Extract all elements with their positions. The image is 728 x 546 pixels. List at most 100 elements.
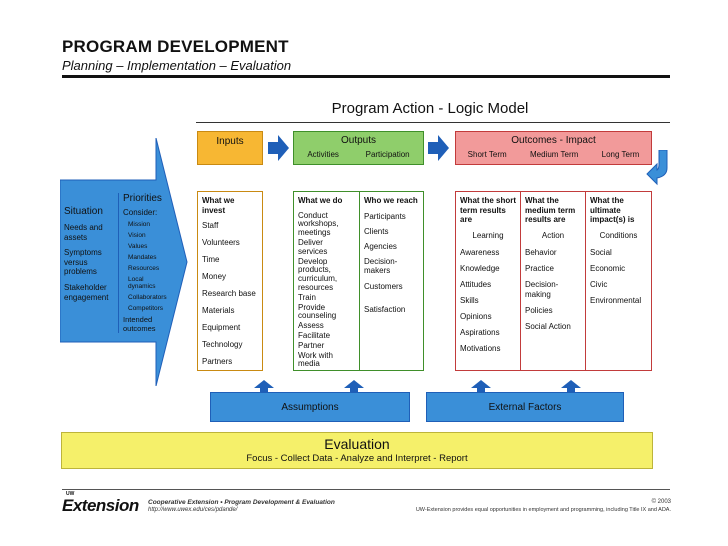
- input-item: Technology: [202, 340, 243, 350]
- activity-item: Train: [298, 292, 316, 302]
- long-term-column: What the ultimate impact(s) is Condition…: [585, 191, 652, 371]
- header-rule: [62, 75, 670, 78]
- priorities-panel: Priorities Consider: Mission Vision Valu…: [118, 193, 168, 333]
- participation-item: Clients: [364, 226, 389, 236]
- footer-rule: [62, 489, 670, 490]
- input-item: Materials: [202, 306, 235, 316]
- priority-item: Values: [128, 242, 148, 250]
- input-item: Equipment: [202, 323, 241, 333]
- participation-item: Agencies: [364, 241, 397, 251]
- outcomes-long-term-label: Long Term: [601, 150, 640, 159]
- priority-item: Local dynamics: [128, 275, 156, 290]
- curved-arrow-icon: [646, 150, 668, 186]
- assumptions-box: Assumptions: [210, 392, 410, 422]
- page-subtitle: Planning – Implementation – Evaluation: [62, 58, 292, 73]
- arrow-right-icon: [428, 135, 449, 161]
- page-title: PROGRAM DEVELOPMENT: [62, 37, 289, 56]
- activity-item: Deliver services: [298, 237, 328, 256]
- long-term-item: Environmental: [590, 295, 642, 305]
- participation-item: Customers: [364, 281, 403, 291]
- short-term-column: What the short term results are Learning…: [455, 191, 521, 371]
- input-item: Money: [202, 272, 227, 282]
- participation-item: Decision- makers: [364, 257, 398, 276]
- medium-term-item: Decision- making: [525, 279, 559, 299]
- short-term-item: Awareness: [460, 247, 500, 257]
- short-term-item: Opinions: [460, 311, 492, 321]
- outputs-activities-label: Activities: [307, 150, 339, 159]
- outcomes-medium-term-label: Medium Term: [530, 150, 579, 159]
- short-term-item: Attitudes: [460, 279, 492, 289]
- priorities-consider: Consider:: [123, 208, 158, 217]
- priority-item: Competitors: [128, 304, 164, 312]
- medium-term-sub: Action: [541, 230, 565, 240]
- priority-item: Collaborators: [128, 293, 167, 301]
- activity-item: Partner: [298, 340, 325, 350]
- evaluation-box: Evaluation Focus - Collect Data - Analyz…: [61, 432, 653, 469]
- participation-column: Who we reach Participants Clients Agenci…: [359, 191, 424, 371]
- situation-heading: Situation: [64, 206, 103, 217]
- activity-item: Work with media: [298, 350, 333, 369]
- input-item: Research base: [202, 289, 256, 299]
- arrow-right-icon: [268, 135, 289, 161]
- short-term-item: Aspirations: [460, 327, 500, 337]
- medium-term-heading: What the medium term results are: [525, 196, 576, 225]
- evaluation-title: Evaluation: [324, 436, 390, 452]
- logo-text: Extension: [62, 496, 139, 515]
- footer-copyright: © 2003: [651, 499, 671, 505]
- inputs-header: Inputs: [197, 131, 263, 165]
- priority-item: Mandates: [128, 253, 157, 261]
- footer-line1: Cooperative Extension • Program Developm…: [148, 499, 335, 506]
- activity-item: Provide counseling: [298, 302, 337, 321]
- medium-term-column: What the medium term results are Action …: [520, 191, 586, 371]
- short-term-item: Skills: [460, 295, 479, 305]
- situation-item: Needs and assets: [64, 223, 103, 242]
- outcomes-header: Outcomes - Impact Short Term Medium Term…: [455, 131, 652, 165]
- situation-item: Symptoms versus problems: [64, 248, 102, 277]
- medium-term-item: Policies: [525, 305, 553, 315]
- external-factors-box: External Factors: [426, 392, 624, 422]
- footer-link[interactable]: http://www.uwex.edu/ces/pdande/: [148, 507, 238, 513]
- priority-item: Resources: [128, 264, 160, 272]
- activity-item: Conduct workshops, meetings: [298, 210, 339, 238]
- logic-model-title: Program Action - Logic Model: [331, 100, 529, 117]
- medium-term-item: Social Action: [525, 321, 571, 331]
- extension-logo: UW Extension: [62, 491, 142, 517]
- inputs-column: What we invest Staff Volunteers Time Mon…: [197, 191, 263, 371]
- activities-column: What we do Conduct workshops, meetings D…: [293, 191, 360, 371]
- situation-panel: Situation Needs and assets Symptoms vers…: [64, 206, 116, 302]
- long-term-item: Civic: [590, 279, 608, 289]
- medium-term-item: Behavior: [525, 247, 557, 257]
- activity-item: Assess: [298, 321, 324, 331]
- activity-item: Develop products, curriculum, resources: [298, 256, 338, 292]
- participation-heading: Who we reach: [364, 196, 418, 205]
- short-term-heading: What the short term results are: [460, 196, 516, 225]
- priorities-heading: Priorities: [123, 193, 162, 204]
- inputs-column-heading: What we invest: [202, 196, 235, 215]
- outputs-header: Outputs Activities Participation: [293, 131, 424, 165]
- evaluation-subtitle: Focus - Collect Data - Analyze and Inter…: [246, 453, 468, 464]
- short-term-sub: Learning: [472, 230, 504, 240]
- situation-item: Stakeholder engagement: [64, 282, 109, 302]
- long-term-sub: Conditions: [599, 230, 638, 240]
- footer-notice: UW-Extension provides equal opportunitie…: [415, 507, 671, 513]
- logo-small-text: UW: [66, 491, 75, 497]
- long-term-item: Social: [590, 247, 612, 257]
- long-term-item: Economic: [590, 263, 626, 273]
- activity-item: Facilitate: [298, 330, 331, 340]
- input-item: Partners: [202, 357, 233, 367]
- participation-item: Satisfaction: [364, 304, 406, 314]
- input-item: Time: [202, 255, 220, 265]
- priorities-footer: Intended outcomes: [123, 314, 156, 333]
- logic-model-title-rule: [196, 122, 670, 123]
- outputs-participation-label: Participation: [365, 150, 410, 159]
- priority-item: Mission: [128, 220, 151, 228]
- activities-heading: What we do: [298, 196, 343, 205]
- priority-item: Vision: [128, 231, 146, 239]
- long-term-heading: What the ultimate impact(s) is: [590, 196, 635, 225]
- input-item: Staff: [202, 221, 219, 231]
- medium-term-item: Practice: [525, 263, 554, 273]
- short-term-item: Knowledge: [460, 263, 500, 273]
- short-term-item: Motivations: [460, 343, 501, 353]
- situation-priorities-arrow: [60, 138, 188, 386]
- input-item: Volunteers: [202, 238, 240, 248]
